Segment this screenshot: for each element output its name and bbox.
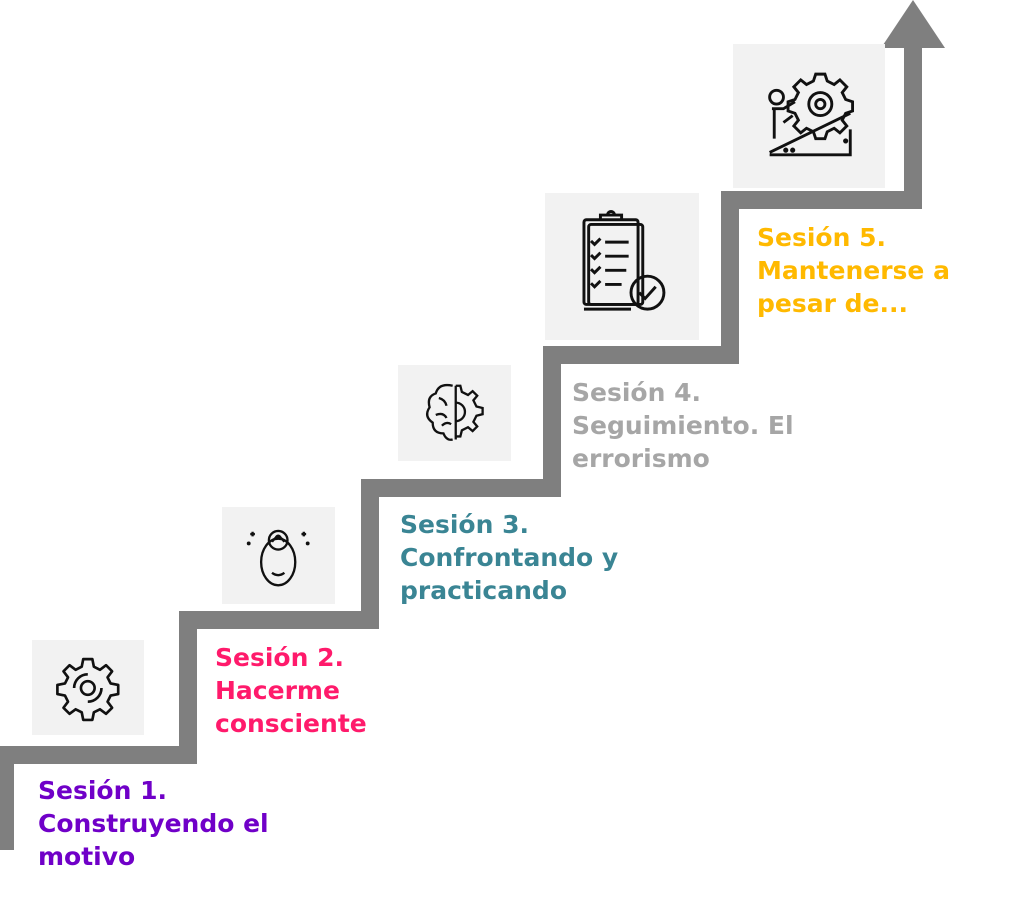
session-4-label: Sesión 4. Seguimiento. El errorismo — [572, 376, 794, 475]
session-5-icon-box — [733, 44, 885, 188]
session-2-icon-box — [222, 507, 335, 604]
mindful-head-icon — [247, 529, 310, 587]
session-4-title: Sesión 4. — [572, 378, 701, 407]
session-2-line-2: Hacerme — [215, 676, 340, 705]
session-5-line-2: Mantenerse a — [757, 256, 950, 285]
arrow-head-icon — [881, 0, 945, 48]
session-1-icon-box — [32, 640, 144, 735]
session-4-line-3: errorismo — [572, 444, 710, 473]
person-pushing-gear-icon — [768, 73, 855, 157]
session-3-line-3: practicando — [400, 576, 567, 605]
session-3-icon-box — [398, 365, 511, 461]
session-2-title: Sesión 2. — [215, 643, 344, 672]
clipboard-check-icon — [582, 209, 666, 311]
session-3-line-2: Confrontando y — [400, 543, 619, 572]
session-2-label: Sesión 2. Hacerme consciente — [215, 641, 367, 740]
session-1-line-3: motivo — [38, 842, 136, 871]
gear-icon — [56, 657, 120, 721]
session-5-line-3: pesar de... — [757, 289, 908, 318]
session-2-line-3: consciente — [215, 709, 367, 738]
brain-gear-icon — [426, 383, 485, 441]
session-1-title: Sesión 1. — [38, 776, 167, 805]
session-1-label: Sesión 1. Construyendo el motivo — [38, 774, 269, 873]
session-4-icon-box — [545, 193, 699, 340]
session-5-label: Sesión 5. Mantenerse a pesar de... — [757, 221, 950, 320]
session-5-title: Sesión 5. — [757, 223, 886, 252]
session-4-line-2: Seguimiento. El — [572, 411, 794, 440]
session-1-line-2: Construyendo el — [38, 809, 269, 838]
session-3-title: Sesión 3. — [400, 510, 529, 539]
session-3-label: Sesión 3. Confrontando y practicando — [400, 508, 618, 607]
